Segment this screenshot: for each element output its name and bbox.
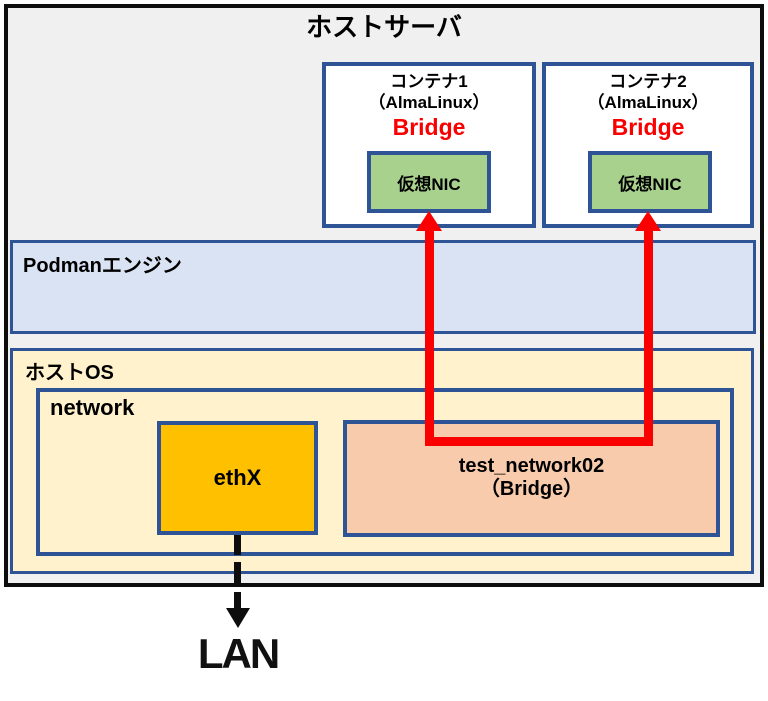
red-connection-line-left bbox=[425, 229, 434, 446]
lan-dashed-line-segment bbox=[234, 535, 241, 555]
container-2-network-mode: Bridge bbox=[611, 113, 685, 140]
container-1-network-mode: Bridge bbox=[392, 113, 466, 140]
container-1-os: （AlmaLinux） bbox=[368, 93, 490, 113]
podman-engine-bar: Podmanエンジン bbox=[10, 240, 756, 334]
container-1-virtual-nic-box: 仮想NIC bbox=[367, 151, 491, 213]
lan-label: LAN bbox=[197, 630, 280, 677]
diagram-title: ホストサーバ bbox=[306, 12, 462, 42]
container-2-name: コンテナ2 bbox=[609, 72, 687, 91]
container-2-virtual-nic-box: 仮想NIC bbox=[588, 151, 712, 213]
lan-arrowhead-icon bbox=[226, 608, 250, 628]
bridge-network-name: test_network02 bbox=[458, 455, 605, 477]
red-arrowhead-right-icon bbox=[635, 211, 661, 231]
host-os-label: ホストOS bbox=[25, 362, 114, 384]
container-1-name: コンテナ1 bbox=[390, 72, 468, 91]
bridge-network-type: （Bridge） bbox=[479, 478, 584, 500]
red-connection-line-right bbox=[644, 229, 653, 446]
podman-engine-label: Podmanエンジン bbox=[23, 255, 182, 277]
lan-dashed-line-segment bbox=[234, 562, 241, 584]
network-label: network bbox=[50, 395, 135, 420]
red-arrowhead-left-icon bbox=[416, 211, 442, 231]
container-2-os: （AlmaLinux） bbox=[587, 93, 709, 113]
ethx-box: ethX bbox=[157, 421, 318, 535]
lan-dashed-line-segment bbox=[234, 592, 241, 608]
red-connection-line-bottom bbox=[425, 437, 653, 446]
